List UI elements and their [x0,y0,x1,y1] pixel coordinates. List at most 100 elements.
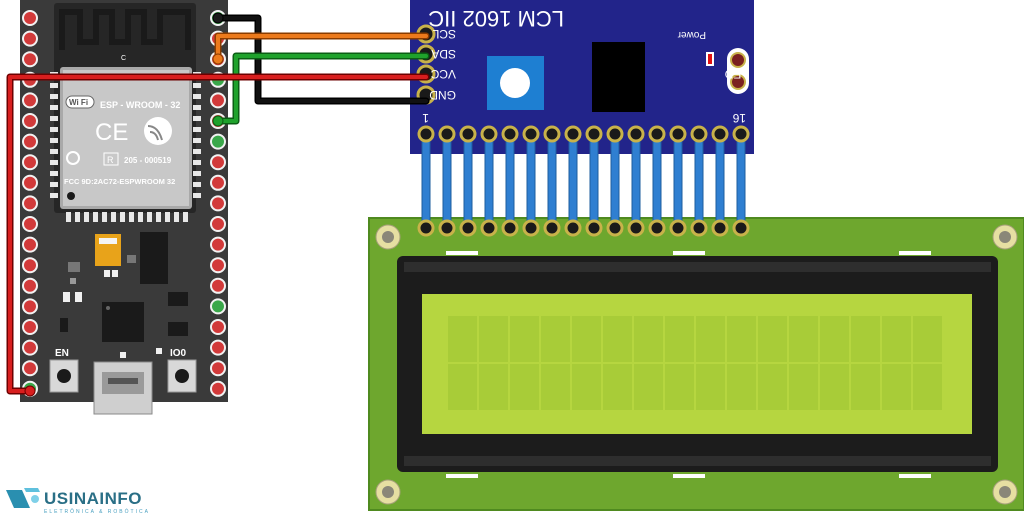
lcd-char-cell [634,316,663,362]
module-pad [193,105,201,110]
lcd-char-cell [510,364,539,410]
esp32-pin [210,195,226,212]
header-pin [526,129,536,231]
module-pad [50,149,58,154]
lcd-char-cell [541,316,570,362]
io0-button[interactable] [167,359,197,393]
module-pad [84,212,89,222]
module-pad [138,212,143,222]
micro-usb-port-icon [93,361,153,415]
lcd-pin-pad [711,219,729,237]
lcd-char-cell [603,316,632,362]
voltage-regulator-icon [140,232,168,284]
ce-mark-icon: CE [95,119,128,146]
reg-code: 205 - 000519 [124,156,172,165]
module-pad [50,116,58,121]
module-pad [193,193,201,198]
esp32-pin [210,257,226,274]
esp32-pin [22,133,38,150]
header-pin-pad [459,125,477,143]
esp32-pin [22,51,38,68]
lcd-char-cell [789,316,818,362]
lcd-pin-pad [480,219,498,237]
brand-tagline: ELETRÔNICA & ROBÓTICA [44,509,150,515]
esp32-pin [22,154,38,171]
lcd-char-cell [820,316,849,362]
lcd-char-cell [448,364,477,410]
module-pad [193,182,201,187]
pin-label-scl: SCL [432,27,456,41]
esp32-pin [22,339,38,356]
lcd-char-cell [758,316,787,362]
header-pin [463,129,473,231]
module-pad [183,212,188,222]
esp32-pin [210,319,226,335]
esp32-pin [22,113,38,129]
lcd-pin-pad [732,219,750,237]
header-pin [505,129,515,231]
module-pad [50,193,58,198]
lcd-char-cell [820,364,849,410]
lcd-char-cell [727,364,756,410]
lcd-char-cell [479,316,508,362]
lcd-pin-pad [690,219,708,237]
lcd-char-cell [789,364,818,410]
lcd-char-cell [479,364,508,410]
module-pad [147,212,152,222]
esp32-pin [22,277,38,294]
header-pins [417,125,750,237]
lcd-char-cell [913,364,942,410]
potentiometer-icon [487,56,544,110]
header-pin [631,129,641,231]
header-pin-pad [417,125,435,143]
header-pin [694,129,704,231]
esp32-pin [210,298,226,315]
usinainfo-logo-icon [6,488,40,508]
module-pad [93,212,98,222]
module-pad [50,94,58,99]
module-pad [193,160,201,165]
wires [6,12,430,397]
module-pad [193,94,201,99]
esp32-pin [210,216,226,232]
module-pad [129,212,134,222]
module-pad [174,212,179,222]
header-pin [652,129,662,231]
module-pad [193,171,201,176]
module-pad [50,171,58,176]
lcd-pin-pad [417,219,435,237]
en-button[interactable] [49,359,79,393]
lcd-pin-pad [606,219,624,237]
header-pin-pad [522,125,540,143]
header-pin-pad [501,125,519,143]
module-pad [66,212,71,222]
svg-text:R: R [107,155,114,165]
esp32-pin [22,360,38,377]
esp32-pin [210,236,226,253]
header-pin [484,129,494,231]
lcd-char-cell [572,316,601,362]
module-pad [50,182,58,187]
lcd-display [368,217,1024,511]
header-pin-pad [606,125,624,143]
lcd-char-cell [510,316,539,362]
reg-badge-icon: R [103,152,119,166]
header-pin [715,129,725,231]
esp32-pin [22,216,38,232]
header-pin-pad [585,125,603,143]
lcd-char-cell [665,364,694,410]
lcd-char-cell [696,364,725,410]
lcd-pin-pad [438,219,456,237]
esp32-pin [22,319,38,335]
wire-sda [214,52,430,125]
lcd-pin-pad [669,219,687,237]
esp32-pin [22,236,38,253]
fcc-id: FCC 9D:2AC72-ESPWROOM 32 [64,177,175,186]
lcd-char-cell [882,364,911,410]
module-pad [50,160,58,165]
esp32-pin [210,133,226,150]
header-pin-pad [732,125,750,143]
esp32-pin [210,174,226,191]
lcd-pin-pad [501,219,519,237]
lcd-char-cell [851,316,880,362]
